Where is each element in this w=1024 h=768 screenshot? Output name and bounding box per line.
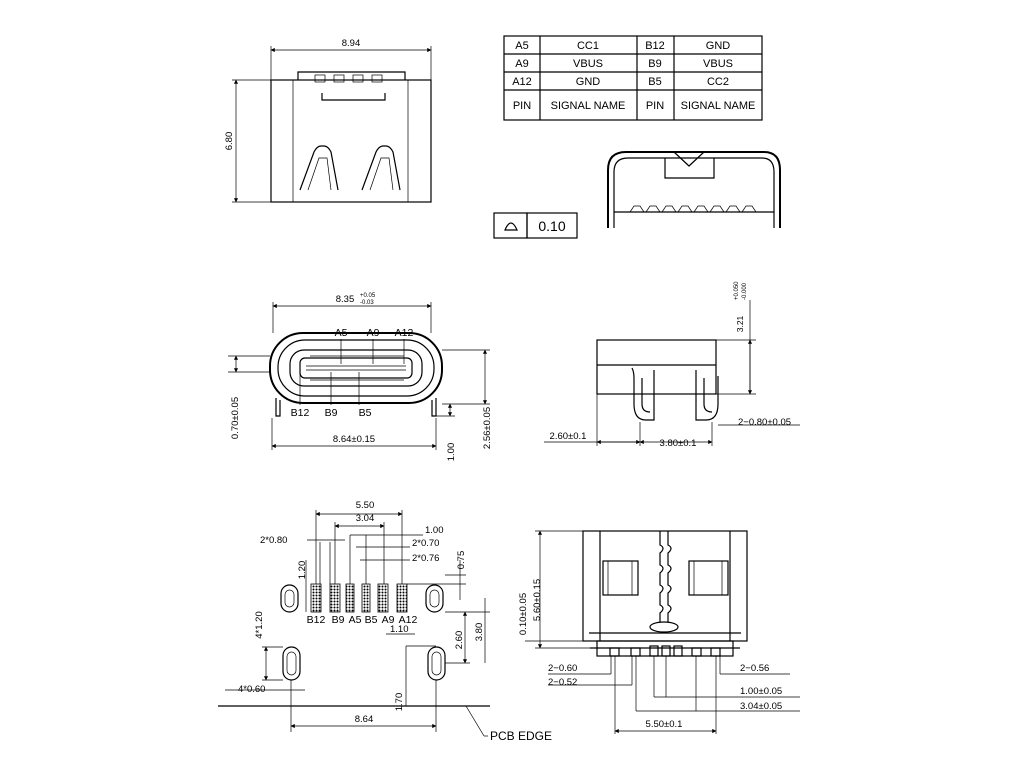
bottom-dim-2x060: 2−0.60 (548, 663, 577, 674)
front-right-height-dim: 2.56±0.05 (482, 407, 493, 449)
table-cell-signal: CC1 (577, 40, 599, 52)
table-cell-signal: VBUS (703, 58, 733, 70)
footprint-label-b5: B5 (365, 614, 378, 626)
top-width-dim: 8.94 (342, 38, 361, 49)
bottom-dim-100: 1.00±0.05 (740, 686, 782, 697)
footprint-dim-100: 1.00 (425, 525, 444, 536)
footprint-dim-2x070: 2*0.70 (412, 538, 439, 549)
pcb-edge-label: PCB EDGE (490, 729, 552, 743)
side-left-offset-dim: 2.60±0.1 (550, 431, 587, 442)
pin-table: A5 CC1 B12 GND A9 VBUS B9 VBUS A12 GND B… (503, 35, 763, 121)
table-cell-pin: B9 (648, 58, 661, 70)
footprint-dim-4x120: 4*1.20 (254, 611, 265, 638)
footprint-label-b12: B12 (307, 614, 326, 626)
front-left-height-dim: 0.70±0.05 (230, 397, 241, 439)
table-header-pin: PIN (513, 100, 531, 112)
flatness-callout: 0.10 (493, 212, 578, 239)
footprint-dim-2x080: 2*0.80 (260, 535, 287, 546)
footprint-dim-304: 3.04 (356, 513, 375, 524)
front-width-dim: 8.35 (336, 294, 355, 305)
flatness-value: 0.10 (538, 218, 565, 234)
footprint-dim-864: 8.64 (355, 714, 374, 725)
side-pitch-dim: 3.80±0.1 (660, 438, 697, 449)
table-cell-pin: B5 (648, 76, 661, 88)
table-cell-pin: A5 (515, 40, 528, 52)
pin-label-a5: A5 (335, 327, 348, 339)
footprint-dim-075: 0.75 (456, 551, 467, 570)
footprint-dim-4x060: 4*0.60 (238, 684, 265, 695)
side-view-middle: 3.21 +0.050 -0.000 2.60±0.1 3.80±0.1 2−0… (544, 281, 800, 449)
table-cell-signal: CC2 (707, 76, 729, 88)
front-pin-span-dim: 8.64±0.15 (333, 434, 375, 445)
side-view-top (607, 151, 781, 228)
bottom-dim-304: 3.04±0.05 (740, 701, 782, 712)
footprint-dim-260: 2.60 (454, 631, 465, 650)
footprint-dim-380: 3.80 (474, 623, 485, 642)
footprint-view: B12 B9 A5 B5 A9 A12 5.50 3.04 1.00 2*0.7… (218, 500, 552, 743)
pin-label-b9: B9 (325, 407, 338, 419)
footprint-label-a5: A5 (349, 614, 362, 626)
table-cell-signal: GND (576, 76, 601, 88)
footprint-dim-170: 1.70 (394, 693, 405, 712)
bottom-dim-2x052: 2−0.52 (548, 677, 577, 688)
footprint-dim-110: 1.10 (390, 624, 409, 635)
footprint-label-a12: A12 (399, 614, 418, 626)
table-header-signal: SIGNAL NAME (551, 100, 626, 112)
table-cell-signal: VBUS (573, 58, 603, 70)
side-height-tol-plus: +0.050 (734, 281, 740, 300)
bottom-dim-560: 5.60±0.15 (532, 579, 543, 621)
table-header-signal: SIGNAL NAME (681, 100, 756, 112)
table-cell-pin: B12 (645, 40, 665, 52)
pin-label-b5: B5 (359, 407, 372, 419)
side-height-tol-minus: -0.000 (742, 282, 748, 300)
pin-label-b12: B12 (291, 407, 310, 419)
pin-label-a9: A9 (367, 327, 380, 339)
footprint-label-a9: A9 (382, 614, 395, 626)
table-cell-pin: A12 (512, 76, 532, 88)
table-header-pin: PIN (646, 100, 664, 112)
top-height-dim: 6.80 (224, 132, 235, 151)
footprint-label-b9: B9 (332, 614, 345, 626)
footprint-dim-120: 1.20 (297, 561, 308, 580)
front-width-tol-minus: -0.03 (360, 300, 374, 306)
bottom-dim-010: 0.10±0.05 (518, 593, 529, 635)
bottom-dim-2x056: 2−0.56 (740, 663, 769, 674)
side-height-dim: 3.21 (735, 315, 745, 332)
table-cell-pin: A9 (515, 58, 528, 70)
top-view: 8.94 6.80 (224, 38, 432, 203)
front-view: 8.35 +0.05 -0.03 A5 A9 A12 B12 B9 B5 8.6… (228, 293, 493, 461)
bottom-dim-550: 5.50±0.1 (646, 719, 683, 730)
front-leg-height-dim: 1.00 (446, 443, 457, 462)
footprint-dim-2x076: 2*0.76 (412, 553, 439, 564)
footprint-dim-550: 5.50 (356, 500, 375, 511)
table-cell-signal: GND (706, 40, 731, 52)
front-width-tol-plus: +0.05 (360, 293, 376, 299)
pin-label-a12: A12 (395, 327, 414, 339)
side-leg-width-dim: 2−0.80±0.05 (738, 417, 791, 428)
bottom-view: 5.60±0.15 0.10±0.05 2−0.60 2−0.52 2−0.56… (518, 530, 800, 734)
